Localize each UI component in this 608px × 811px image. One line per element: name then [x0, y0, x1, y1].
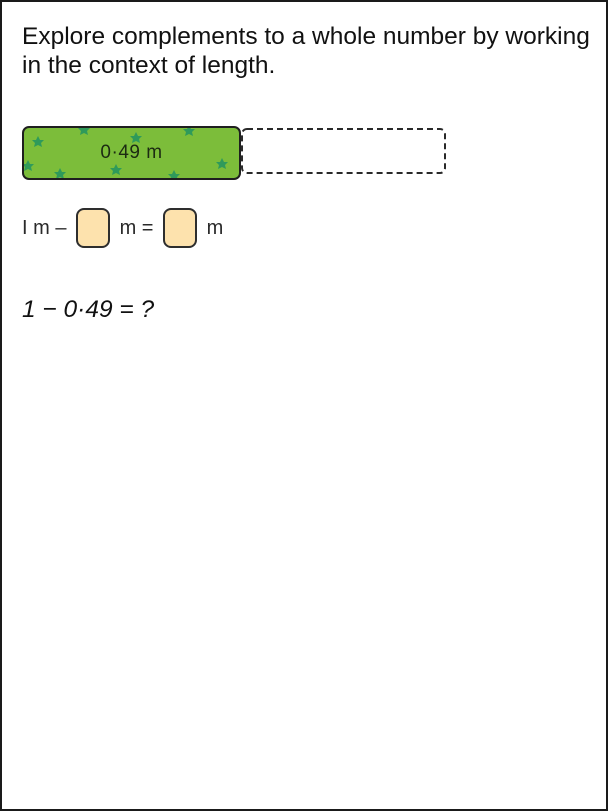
- equation-middle: m =: [114, 216, 160, 239]
- star-9: [24, 160, 34, 171]
- instructions-text: Explore complements to a whole number by…: [22, 23, 590, 79]
- equation-row: I m – m = m: [22, 206, 223, 250]
- filled-length-segment: 0·49 m: [22, 126, 241, 180]
- question-text: 1 − 0·49 = ?: [22, 296, 155, 323]
- star-pattern: [24, 128, 228, 178]
- equation-end: m: [201, 216, 224, 239]
- star-4: [183, 128, 195, 136]
- star-8: [216, 158, 228, 169]
- length-bar: 0·49 m: [22, 126, 447, 180]
- star-7: [168, 170, 180, 178]
- star-3: [130, 132, 142, 143]
- filled-length-label: 0·49 m: [100, 142, 163, 163]
- equation-start: I m –: [22, 216, 73, 239]
- star-2: [78, 128, 90, 135]
- star-5: [54, 168, 66, 178]
- answer-box-1[interactable]: [76, 208, 111, 248]
- star-6: [110, 164, 122, 175]
- star-1: [32, 136, 44, 147]
- answer-box-2[interactable]: [163, 208, 198, 248]
- empty-length-segment: [241, 128, 446, 174]
